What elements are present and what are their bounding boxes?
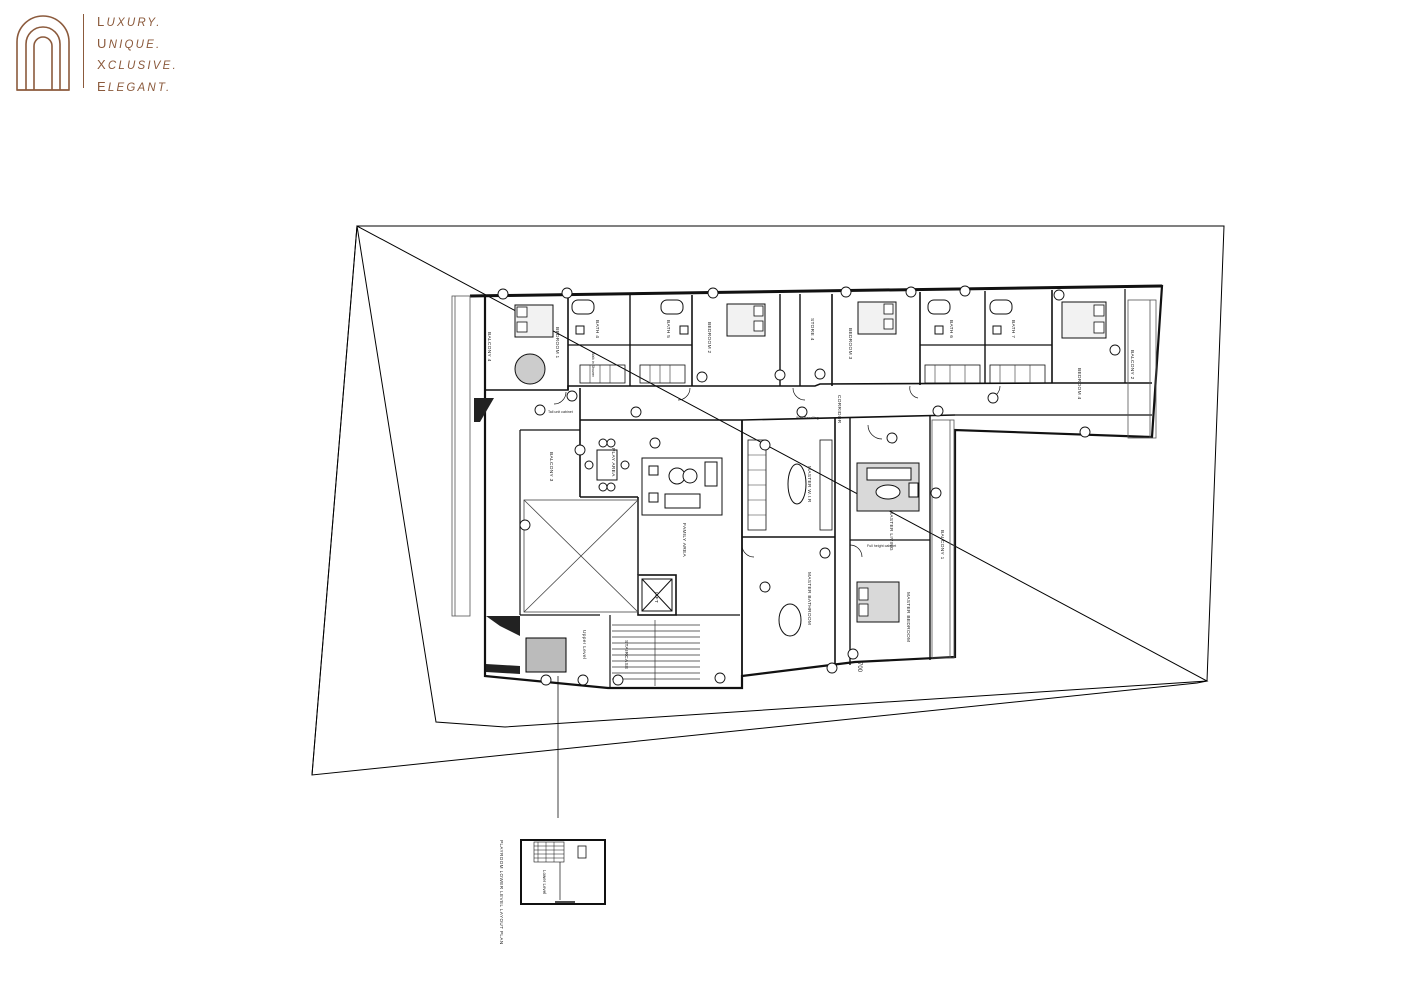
inset-caption: PLAYROOM LOWER LEVEL LAYOUT PLAN bbox=[499, 840, 504, 945]
structural-columns bbox=[474, 398, 567, 674]
master-bed-pillows bbox=[858, 587, 869, 617]
balcony-4-round-table bbox=[514, 353, 546, 385]
label-bedroom-2: BEDROOM 2 bbox=[706, 322, 712, 354]
sanitary-fixtures bbox=[571, 299, 1013, 637]
label-bedroom-1: BEDROOM 1 bbox=[554, 327, 560, 359]
lift-shaft bbox=[641, 578, 673, 612]
label-bath-4: BATH 4 bbox=[594, 320, 600, 338]
room-labels: BALCONY 4 BEDROOM 1 BATH 4 BATH 5 BEDROO… bbox=[486, 318, 1135, 670]
label-lift: LIFT bbox=[653, 592, 659, 603]
brand-arch-logo-icon bbox=[16, 15, 70, 91]
label-bedroom-4: BEDROOM 4 bbox=[1076, 368, 1082, 400]
note-walk-in-shower: Walk in Shower bbox=[591, 352, 595, 378]
door-swings bbox=[553, 385, 1001, 558]
label-master-wir: MASTER W.I.R bbox=[806, 466, 812, 503]
note-tall-unit-cabinet: Tall unit cabinet bbox=[548, 410, 573, 414]
inset-lower-level-plan bbox=[520, 839, 606, 905]
bed-pillows bbox=[516, 303, 1105, 334]
label-balcony-4: BALCONY 4 bbox=[486, 332, 492, 362]
staircase-treads bbox=[612, 620, 700, 686]
label-store-4: STORE 4 bbox=[809, 318, 815, 341]
label-balcony-1: BALCONY 1 bbox=[939, 530, 945, 560]
tagline-line-2: UNIQUE. bbox=[97, 35, 162, 51]
label-bath-5: BATH 5 bbox=[665, 320, 671, 338]
label-corridor: CORRIDOR bbox=[836, 395, 842, 424]
label-master-bedroom: MASTER BEDROOM bbox=[905, 592, 911, 642]
plot-edge bbox=[311, 225, 358, 776]
label-balcony-2: BALCONY 2 bbox=[1129, 350, 1135, 380]
family-area-furniture bbox=[641, 457, 723, 516]
site-boundary bbox=[356, 225, 1225, 728]
brand-tagline: LUXURY. UNIQUE. XCLUSIVE. ELEGANT. bbox=[97, 12, 178, 98]
label-bedroom-3: BEDROOM 3 bbox=[847, 328, 853, 360]
tagline-line-3: XCLUSIVE. bbox=[97, 57, 178, 72]
label-play-area: PLAY AREA bbox=[610, 448, 616, 477]
wardrobe-hatch bbox=[589, 365, 1031, 516]
play-area-furniture bbox=[584, 438, 630, 492]
label-bath-6: BATH 6 bbox=[948, 320, 954, 338]
label-bath-7: BATH 7 bbox=[1010, 320, 1016, 338]
label-family-area: FAMILY AREA bbox=[681, 523, 687, 558]
label-master-living: MASTER LIVING bbox=[888, 510, 894, 551]
label-balcony-3: BALCONY 3 bbox=[548, 452, 554, 482]
note-dim-700: 700 bbox=[856, 662, 862, 673]
annotation-notes: Wall Panelling Tall unit cabinet Full he… bbox=[548, 352, 896, 673]
inset-lower-level-label: Lower Level bbox=[542, 870, 547, 894]
master-living-furniture bbox=[866, 467, 919, 500]
label-staircase: STAIRCASE bbox=[623, 640, 629, 670]
tagline-line-4: ELEGANT. bbox=[97, 78, 172, 94]
label-upper-level: Upper Level bbox=[581, 630, 587, 659]
note-full-height-cabinet: Full height cabinet bbox=[867, 544, 896, 548]
note-wall-panelling: Wall Panelling bbox=[796, 416, 819, 420]
tagline-line-1: LUXURY. bbox=[97, 14, 162, 29]
building-walls bbox=[469, 284, 1164, 690]
room-tags bbox=[497, 285, 1121, 686]
atrium-void bbox=[523, 499, 639, 613]
brand-divider bbox=[83, 14, 84, 88]
balcony-rails bbox=[451, 295, 1157, 659]
label-master-bathroom: MASTER BATHROOM bbox=[806, 572, 812, 625]
